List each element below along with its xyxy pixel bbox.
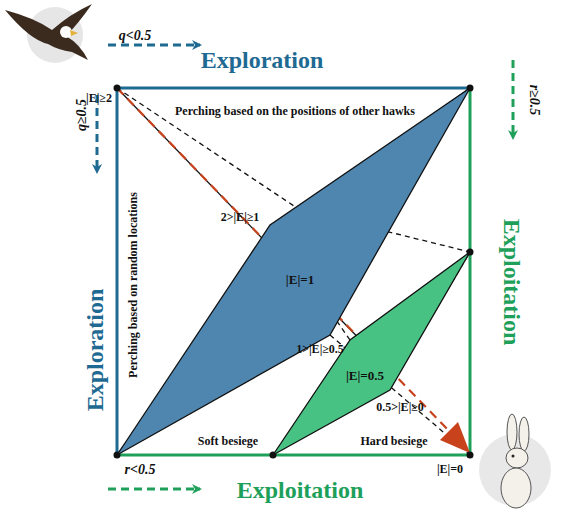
annotation-label: |E|≥2 (86, 92, 112, 105)
direction-arrow (512, 60, 515, 138)
region-outline (117, 88, 470, 455)
annotation-label: q<0.5 (119, 28, 151, 43)
annotation-label: Perching based on the positions of other… (175, 105, 415, 118)
threshold-label: |E|=0.5 (346, 368, 384, 384)
exploitation-edge (117, 454, 470, 457)
direction-arrow (108, 488, 200, 491)
guide-lines (117, 88, 470, 455)
threshold-label: |E|=1 (286, 272, 314, 288)
region-shape (273, 252, 470, 455)
annotation-label: r<0.5 (125, 462, 156, 477)
annotation-label: Perching based on random locations (127, 192, 140, 378)
vertex-dots (114, 85, 474, 459)
annotation-label: 2>|E|≥1 (221, 211, 260, 224)
phase-title: Exploitation (499, 219, 525, 346)
eagle-illustration (5, 4, 92, 63)
exploration-region: |E|=1 (117, 88, 470, 455)
exploration-edge (117, 87, 470, 90)
exploitation-edge (469, 88, 472, 455)
arrow-head (440, 422, 470, 453)
rabbit-illustration (479, 414, 551, 508)
annotation-label: 1>|E|≥0.5 (296, 343, 344, 356)
exploration-edge (116, 88, 119, 455)
annotation-label: q≥0.5 (74, 99, 89, 131)
direction-arrow (96, 95, 99, 172)
annotation-label: 0.5>|E|≥0 (376, 401, 424, 414)
phase-title: Exploration (82, 289, 108, 412)
annotation-label: r≥0.5 (526, 85, 541, 116)
phase-title: Exploration (201, 47, 324, 73)
annotation-label: Soft besiege (198, 435, 258, 448)
region-shape (117, 88, 470, 455)
annotation-label: Hard besiege (361, 435, 428, 448)
annotation-label: |E|=0 (437, 463, 463, 476)
direction-arrow (108, 44, 200, 47)
phase-title: Exploitation (237, 477, 364, 503)
